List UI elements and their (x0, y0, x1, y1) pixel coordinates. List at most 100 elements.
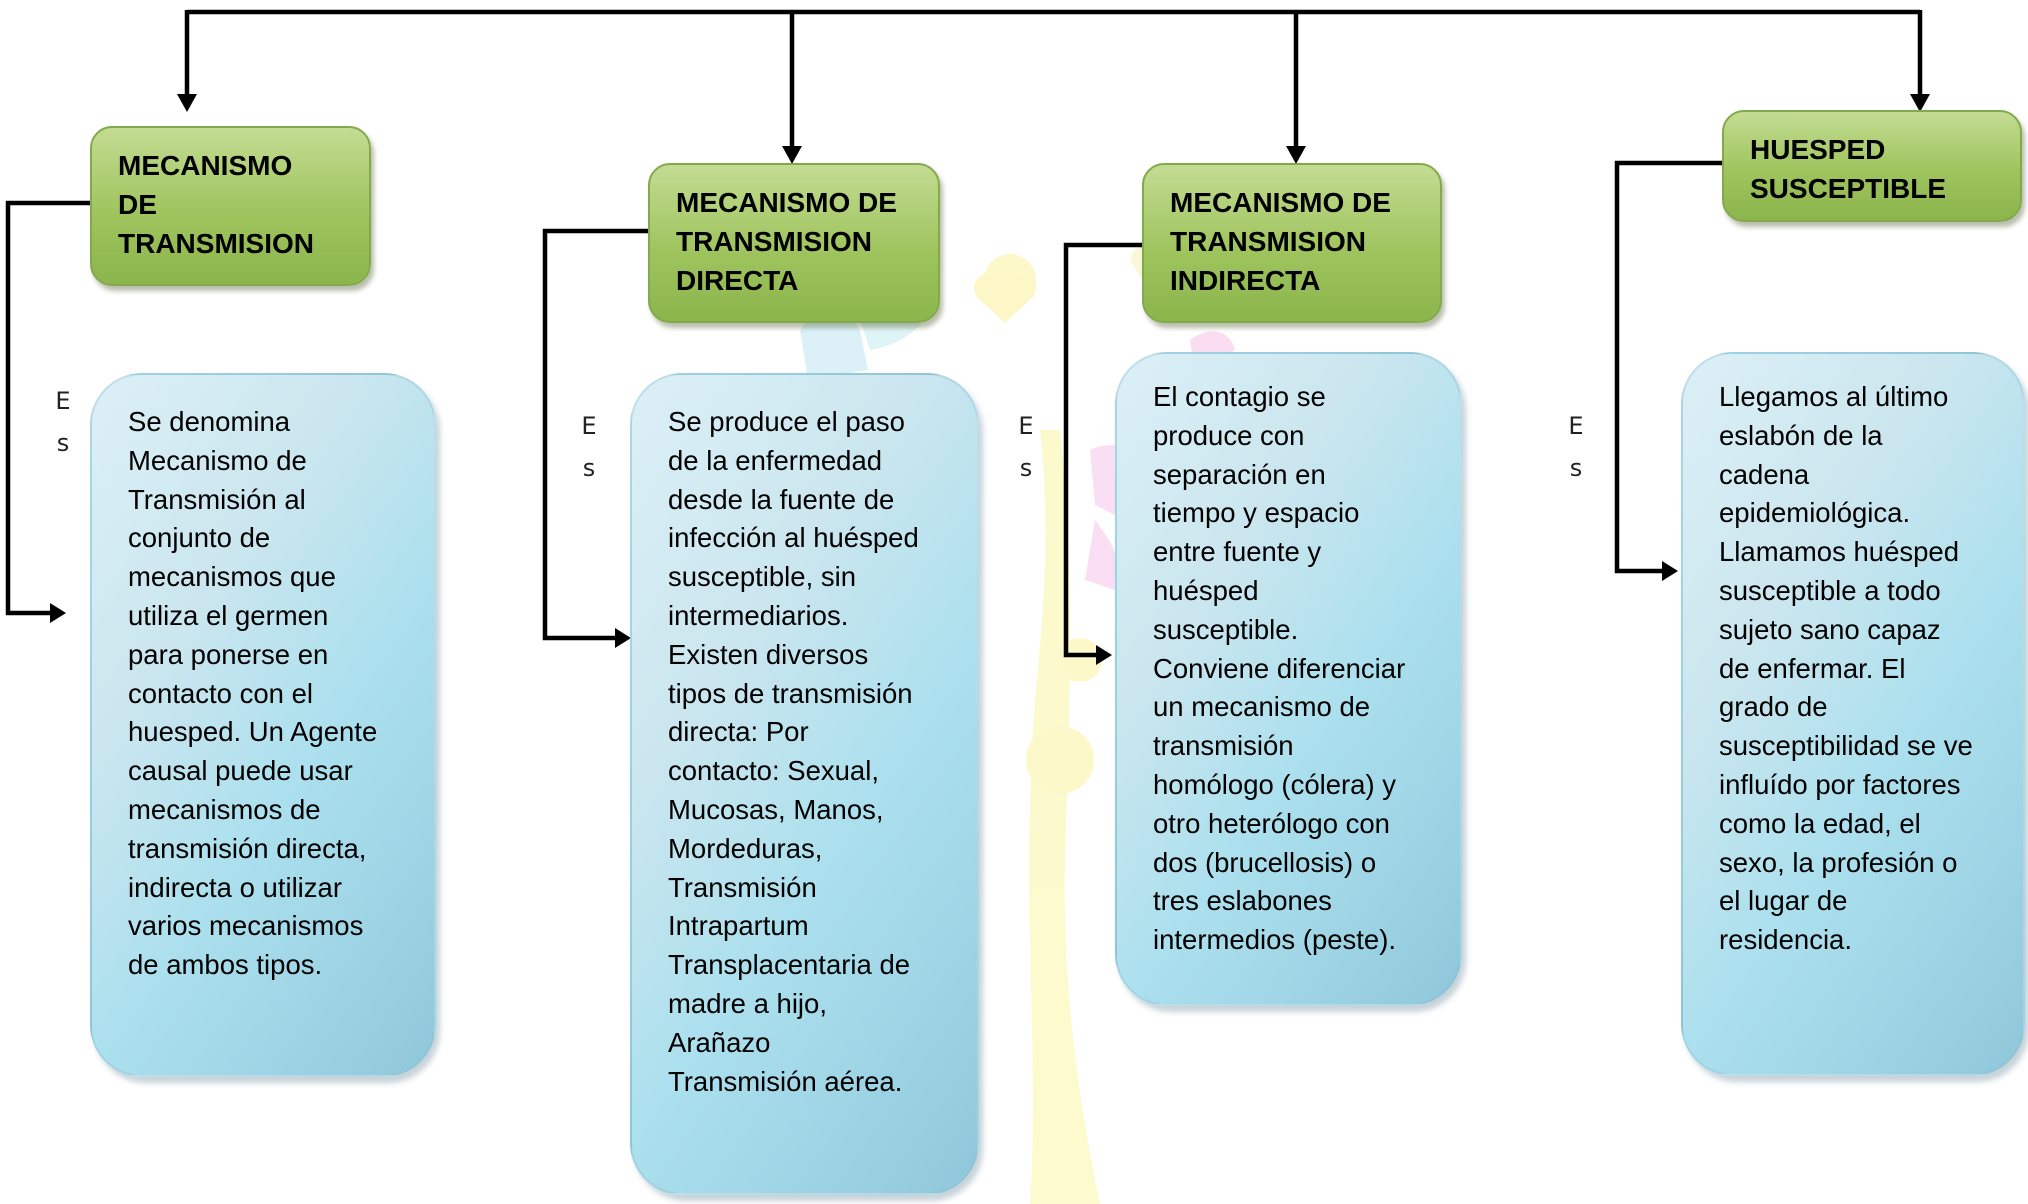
arrowhead-right (1662, 561, 1678, 581)
description-line: separación en (1153, 458, 1326, 490)
description-line: causal puede usar (128, 755, 353, 787)
arrowhead-down (782, 146, 802, 164)
description-line: Se denomina (128, 406, 291, 437)
description-line: susceptible. (1153, 613, 1299, 645)
es-letter: E (1568, 412, 1584, 440)
es-letter: E (1018, 412, 1034, 440)
header-title: HUESPED SUSCEPTIBLE (1750, 134, 1947, 204)
tree-trunk (1029, 430, 1100, 1204)
es-letter: E (581, 412, 597, 440)
description-line: tiempo y espacio (1153, 497, 1360, 529)
description-line: Transmisión (668, 871, 817, 903)
description-line: tipos de transmisión (668, 677, 913, 709)
description-line: sujeto sano capaz (1719, 613, 1941, 645)
description-line: contacto: Sexual, (668, 755, 879, 787)
description-line: Existen diversos (668, 638, 869, 670)
description-line: varios mecanismos (128, 910, 364, 942)
description-line: Mordeduras, (668, 832, 823, 864)
description-line: influído por factores (1719, 768, 1961, 800)
header-transmision-directa: MECANISMO DE TRANSMISION DIRECTA (648, 163, 940, 323)
es-letter: s (1019, 454, 1033, 482)
description-line: conjunto de (128, 522, 271, 554)
description-line: intermedios (peste). (1153, 924, 1397, 956)
description-line: Mucosas, Manos, (668, 793, 884, 825)
description-line: susceptible a todo (1719, 574, 1941, 606)
branch-line-3 (1063, 242, 1142, 658)
header-transmision-indirecta: MECANISMO DE TRANSMISION INDIRECTA (1142, 163, 1442, 323)
description-line: produce con (1153, 419, 1305, 451)
description-line: para ponerse en (128, 638, 329, 670)
header-huesped-susceptible: HUESPED SUSCEPTIBLE (1722, 110, 2022, 222)
es-label: E s (51, 380, 75, 464)
description-line: Transmisión aérea. (668, 1065, 903, 1097)
es-letter: s (582, 454, 596, 482)
description-line: susceptibilidad se ve (1719, 730, 1973, 762)
description-line: residencia. (1719, 924, 1852, 956)
description-line: Llegamos al último (1719, 381, 1949, 412)
es-label: E s (1014, 405, 1038, 489)
description-mecanismo-transmision: Se denomina Mecanismo de Transmisión al … (90, 373, 436, 1077)
description-line: mecanismos que (128, 561, 336, 593)
description-transmision-directa: Se produce el paso de la enfermedad desd… (630, 373, 979, 1195)
heart-shape (974, 273, 1036, 323)
description-line: contacto con el (128, 677, 313, 709)
description-line: Transplacentaria de (668, 949, 911, 981)
description-line: tres eslabones (1153, 885, 1332, 917)
header-title: MECANISMO DE TRANSMISION (118, 150, 314, 259)
description-line: Intrapartum (668, 910, 809, 942)
leaf-shape (1026, 726, 1094, 794)
description-line: intermediarios. (668, 599, 849, 631)
description-line: desde la fuente de (668, 483, 895, 515)
description-line: de enfermar. El (1719, 652, 1906, 684)
header-mecanismo-transmision: MECANISMO DE TRANSMISION (90, 126, 371, 286)
description-line: El contagio se (1153, 381, 1326, 412)
description-line: utiliza el germen (128, 599, 329, 631)
description-line: como la edad, el (1719, 807, 1921, 839)
description-transmision-indirecta: El contagio se produce con separación en… (1115, 352, 1462, 1006)
es-letter: s (1569, 454, 1583, 482)
description-line: eslabón de la (1719, 419, 1883, 451)
arrowhead-down (1286, 146, 1306, 164)
description-line: entre fuente y (1153, 536, 1322, 568)
description-line: de ambos tipos. (128, 949, 323, 981)
description-line: mecanismos de (128, 793, 321, 825)
es-letter: E (55, 387, 71, 415)
description-line: Arañazo (668, 1026, 771, 1058)
description-line: transmisión directa, (128, 832, 367, 864)
description-line: huesped. Un Agente (128, 716, 378, 748)
description-line: un mecanismo de (1153, 691, 1371, 723)
description-line: sexo, la profesión o (1719, 846, 1958, 878)
description-line: Se produce el paso (668, 406, 905, 437)
header-title: MECANISMO DE TRANSMISION INDIRECTA (1170, 187, 1391, 296)
description-line: susceptible, sin (668, 561, 857, 593)
description-line: directa: Por (668, 716, 809, 748)
es-label: E s (577, 405, 601, 489)
arrowhead-right (615, 628, 631, 648)
description-line: indirecta o utilizar (128, 871, 342, 903)
es-letter: s (56, 429, 70, 457)
hand-print (1085, 520, 1119, 590)
description-line: epidemiológica. (1719, 497, 1911, 529)
arrowhead-right (1096, 645, 1112, 665)
description-line: el lugar de (1719, 885, 1848, 917)
description-line: homólogo (cólera) y (1153, 768, 1397, 800)
arrowhead-down (177, 94, 197, 112)
header-title: MECANISMO DE TRANSMISION DIRECTA (676, 187, 897, 296)
description-line: dos (brucellosis) o (1153, 846, 1377, 878)
branch-line-4 (1614, 160, 1722, 574)
description-line: grado de (1719, 691, 1828, 723)
hand-print (800, 311, 868, 380)
arrowhead-down (1910, 94, 1930, 112)
description-line: transmisión (1153, 730, 1294, 762)
description-line: de la enfermedad (668, 444, 883, 476)
description-line: huésped (1153, 574, 1259, 606)
arrowhead-right (50, 603, 66, 623)
description-line: Conviene diferenciar (1153, 652, 1406, 684)
description-line: madre a hijo, (668, 987, 827, 1019)
leaf-shape (1058, 638, 1102, 682)
description-line: Mecanismo de (128, 444, 307, 476)
description-line: otro heterólogo con (1153, 807, 1390, 839)
description-huesped-susceptible: Llegamos al último eslabón de la cadena … (1681, 352, 2025, 1076)
es-label: E s (1564, 405, 1588, 489)
